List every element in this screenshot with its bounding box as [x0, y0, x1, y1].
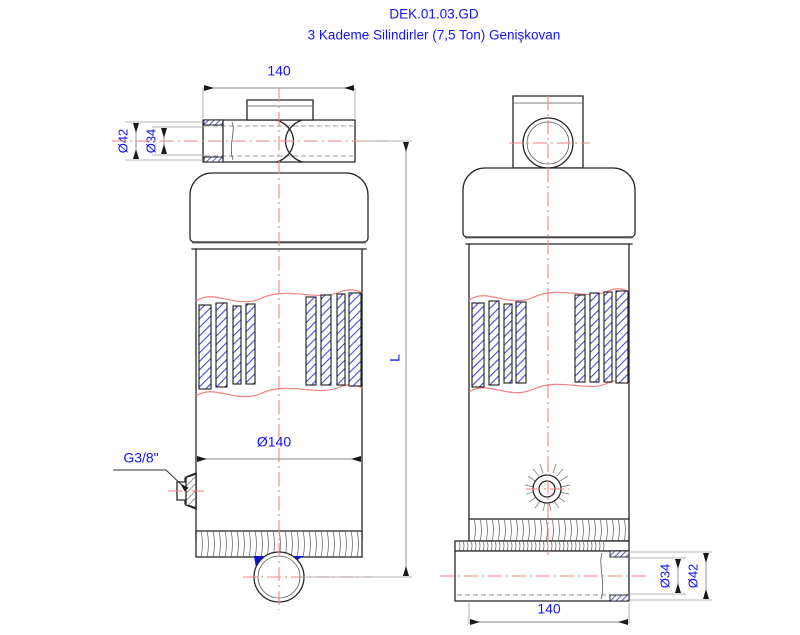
right-bottom-thread-band [454, 518, 630, 552]
title-description: 3 Kademe Silindirler (7,5 Ton) Genişkova… [308, 28, 561, 43]
dim-label-140-top: 140 [267, 63, 291, 79]
callout-label-g38: G3/8" [123, 450, 158, 466]
left-dim-rod-diameters: Ø42 Ø34 [115, 121, 205, 161]
dim-label-d34-right: Ø34 [657, 564, 672, 589]
thread-hatching [200, 530, 359, 558]
radial-hatch [524, 462, 571, 512]
dim-label-140-bottom: 140 [537, 601, 561, 617]
left-dim-overall-length: L [300, 140, 412, 578]
right-dim-rod-diameters: Ø34 Ø42 [627, 551, 712, 601]
right-cylinder-barrel [468, 243, 630, 520]
left-port-callout: G3/8" [113, 450, 189, 492]
right-dim-bottom-width: 140 [468, 601, 630, 625]
title-code: DEK.01.03.GD [389, 7, 479, 22]
right-top-boss [509, 95, 590, 169]
dim-label-d140: Ø140 [257, 434, 291, 450]
left-break-section [195, 289, 363, 398]
right-break-section [468, 288, 630, 394]
right-view-group: 140 Ø34 Ø42 [440, 95, 712, 625]
drawing-title-block: DEK.01.03.GD 3 Kademe Silindirler (7,5 T… [308, 7, 561, 43]
dim-label-L: L [387, 354, 403, 362]
left-cylinder-head [189, 172, 369, 250]
dim-label-d34-left: Ø34 [143, 129, 158, 154]
right-port-detail [524, 462, 571, 512]
dim-label-d42-right: Ø42 [685, 564, 700, 589]
left-port-boss [168, 472, 204, 510]
right-bottom-rod [440, 550, 648, 602]
right-cylinder-head [462, 167, 636, 245]
left-view-group: 140 [112, 63, 412, 610]
